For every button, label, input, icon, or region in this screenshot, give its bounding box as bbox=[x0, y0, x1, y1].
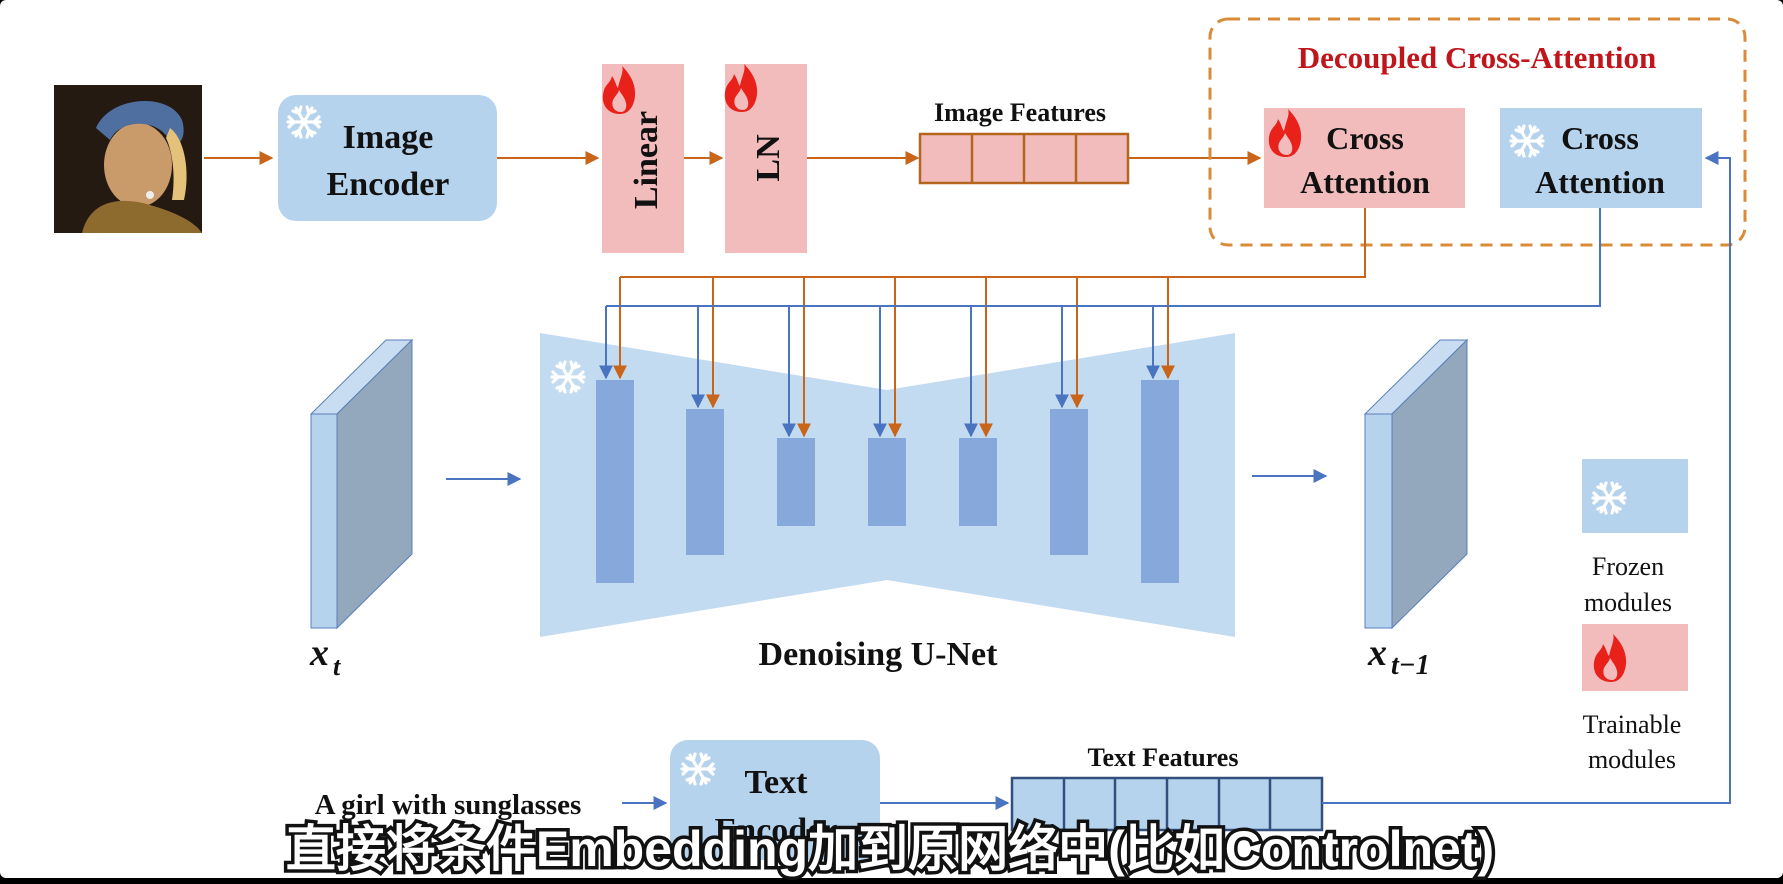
x-t-label-sub: t bbox=[333, 652, 341, 681]
unet-block bbox=[868, 438, 906, 526]
ln-label: LN bbox=[750, 134, 787, 182]
legend-frozen-swatch bbox=[1582, 459, 1688, 533]
decoupled-title: Decoupled Cross-Attention bbox=[1298, 40, 1657, 75]
input-portrait-image bbox=[54, 85, 202, 233]
x-t-latent: x t bbox=[309, 338, 414, 681]
unet-block bbox=[1141, 380, 1179, 583]
unet-block bbox=[1050, 409, 1088, 555]
cross-attention-frozen-block bbox=[1500, 108, 1702, 208]
text-encoder-line2: Encoder bbox=[715, 812, 838, 849]
x-t-label-base: x bbox=[309, 632, 329, 674]
ln-layer-block: LN bbox=[724, 64, 807, 253]
cross-attention-trainable-line2: Attention bbox=[1300, 164, 1430, 200]
cross-attention-frozen-line1: Cross bbox=[1561, 120, 1639, 156]
trainable-attention-connections bbox=[613, 208, 1366, 438]
x-t-minus-1-latent: x t−1 bbox=[1363, 338, 1469, 681]
legend: Frozen modules Trainable modules bbox=[1582, 459, 1688, 774]
image-encoder-block: Image Encoder bbox=[278, 95, 497, 221]
linear-label: Linear bbox=[628, 111, 665, 209]
unet-block bbox=[686, 409, 724, 555]
text-encoder-block: Text Encoder bbox=[670, 740, 880, 860]
decoupled-cross-attention-group: Decoupled Cross-Attention Cross Attentio… bbox=[1208, 17, 1747, 247]
x-t-minus-1-label-sub: t−1 bbox=[1391, 650, 1430, 681]
legend-frozen-line1: Frozen bbox=[1592, 552, 1664, 581]
linear-layer-block: Linear bbox=[602, 64, 684, 253]
text-to-cross-attention-connection bbox=[1322, 151, 1731, 804]
video-subtitle: 直接将条件Embedding加到原网络中(比如Controlnet) bbox=[286, 821, 1494, 877]
unet-label: Denoising U-Net bbox=[759, 636, 999, 673]
text-prompt: A girl with sunglasses bbox=[315, 789, 582, 821]
frozen-attention-connections bbox=[599, 208, 1601, 438]
legend-trainable-line2: modules bbox=[1588, 745, 1676, 774]
unet-block bbox=[959, 438, 997, 526]
image-features-label: Image Features bbox=[934, 98, 1106, 127]
image-encoder-line1: Image bbox=[343, 119, 434, 156]
legend-frozen-line2: modules bbox=[1584, 588, 1672, 617]
image-features-tokens: Image Features bbox=[918, 98, 1130, 185]
unet-block bbox=[596, 380, 634, 583]
unet-block bbox=[777, 438, 815, 526]
legend-trainable-line1: Trainable bbox=[1583, 710, 1682, 739]
x-t-minus-1-label-base: x bbox=[1367, 632, 1387, 674]
text-encoder-line1: Text bbox=[745, 764, 809, 801]
denoising-unet: Denoising U-Net bbox=[540, 333, 1235, 673]
text-features-label: Text Features bbox=[1088, 743, 1239, 772]
cross-attention-trainable-line1: Cross bbox=[1326, 120, 1404, 156]
cross-attention-frozen-line2: Attention bbox=[1535, 164, 1665, 200]
image-encoder-line2: Encoder bbox=[327, 166, 450, 203]
text-features-tokens: Text Features bbox=[1010, 743, 1324, 832]
